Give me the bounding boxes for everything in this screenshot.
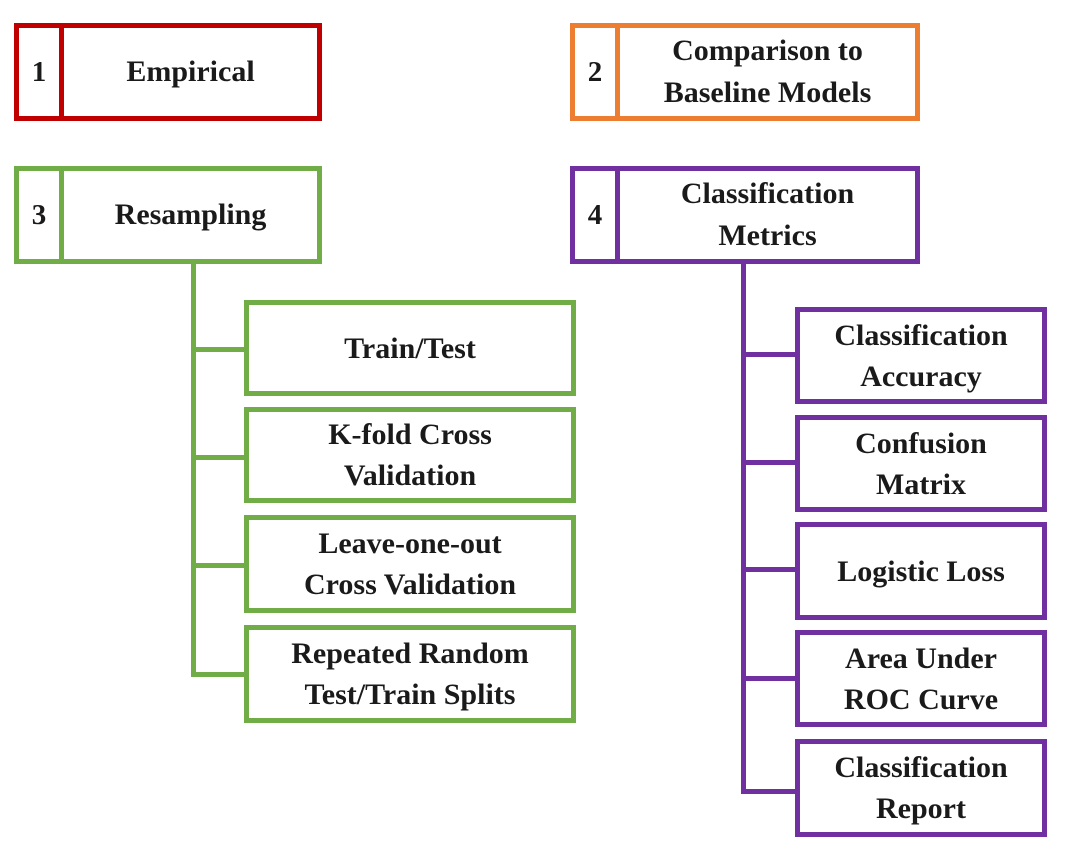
resampling-branch [191,455,244,460]
metrics-branch [741,352,796,357]
metrics-branch [741,567,796,572]
category-title: Resampling [114,198,267,231]
metric-classification-accuracy: Classification Accuracy [795,307,1047,404]
category-number: 1 [19,28,64,116]
category-empirical: 1 Empirical [14,23,322,121]
resampling-method-train-test: Train/Test [244,300,576,396]
category-number: 4 [575,171,620,259]
resampling-method-kfold: K-fold Cross Validation [244,407,576,503]
metric-logistic-loss: Logistic Loss [795,522,1047,620]
resampling-tree-trunk [191,264,196,677]
resampling-branch [191,563,244,568]
resampling-method-repeated-splits: Repeated Random Test/Train Splits [244,625,576,723]
category-title: Classification Metrics [680,177,855,252]
category-classification-metrics: 4 Classification Metrics [570,166,920,264]
metrics-branch [741,460,796,465]
resampling-branch [191,347,244,352]
resampling-branch [191,672,244,677]
metrics-tree-trunk [741,264,746,794]
category-resampling: 3 Resampling [14,166,322,264]
metrics-branch [741,789,796,794]
metric-area-under-roc: Area Under ROC Curve [795,630,1047,727]
category-title: Empirical [126,55,255,88]
resampling-method-loocv: Leave-one-out Cross Validation [244,515,576,613]
metrics-branch [741,676,796,681]
category-number: 2 [575,28,620,116]
category-baseline-comparison: 2 Comparison to Baseline Models [570,23,920,121]
category-number: 3 [19,171,64,259]
metric-confusion-matrix: Confusion Matrix [795,415,1047,512]
category-title: Comparison to Baseline Models [663,34,872,109]
metric-classification-report: Classification Report [795,739,1047,837]
